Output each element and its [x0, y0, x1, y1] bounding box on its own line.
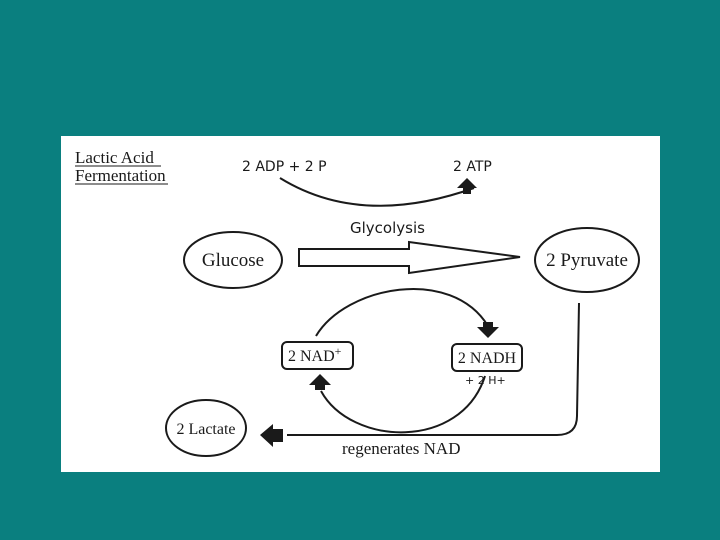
nadh-arrowhead-icon	[477, 322, 499, 338]
nad-label: 2 NAD+	[288, 344, 342, 365]
glycolysis-arrow	[298, 240, 521, 275]
lactate-arrowhead-icon	[260, 424, 283, 447]
atp-arrowhead-icon	[457, 178, 477, 194]
pyruvate-to-lactate-path	[287, 302, 580, 436]
diagram-panel: Lactic Acid Fermentation 2 ADP + 2 P 2 A…	[61, 136, 660, 472]
glucose-node	[183, 231, 283, 289]
atp-arc	[279, 177, 475, 207]
cycle-lower-arc	[320, 375, 486, 434]
title-line1: Lactic Acid	[75, 148, 154, 167]
nadh-label: 2 NADH	[458, 350, 517, 367]
pyruvate-label: 2 Pyruvate	[546, 250, 628, 271]
title-line2: Fermentation	[75, 166, 166, 185]
pyruvate-node	[534, 227, 640, 293]
nad-arrowhead-icon	[309, 374, 331, 390]
glucose-label: Glucose	[202, 250, 264, 271]
nadh-box	[451, 343, 523, 372]
lactate-label: 2 Lactate	[176, 421, 235, 438]
adp-p-label: 2 ADP + 2 P	[242, 159, 327, 175]
nad-box	[281, 341, 354, 370]
cycle-upper-arc	[315, 288, 489, 337]
atp-label: 2 ATP	[453, 159, 492, 175]
regenerates-label: regenerates NAD	[342, 439, 460, 458]
h-plus-label: + 2 H+	[465, 374, 506, 387]
lactate-node	[165, 399, 247, 457]
glycolysis-label: Glycolysis	[350, 219, 425, 237]
nad-superscript: +	[335, 344, 342, 358]
lactic-acid-fermentation-diagram: Lactic Acid Fermentation 2 ADP + 2 P 2 A…	[75, 148, 640, 458]
